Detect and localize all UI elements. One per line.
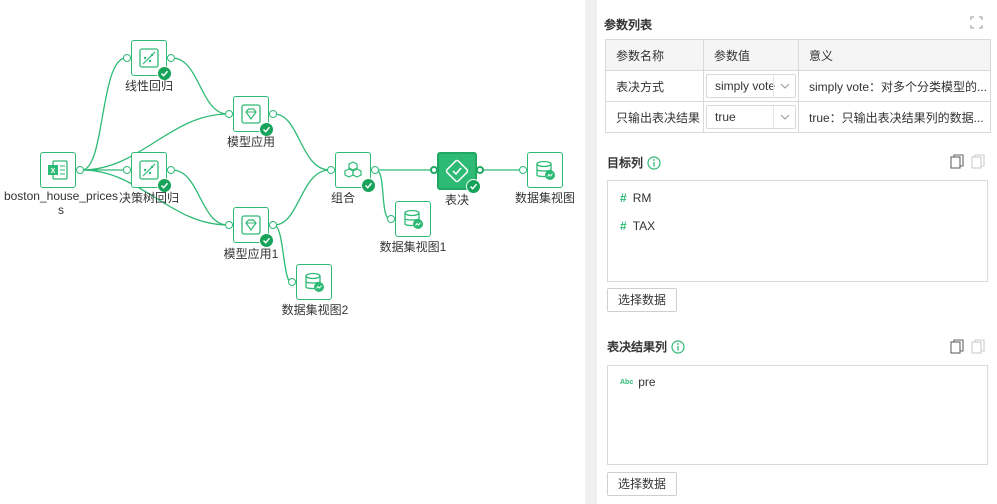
param-name: 只输出表决结果 <box>605 101 704 133</box>
target-columns-box[interactable]: # RM # TAX <box>607 180 988 282</box>
list-item: # RM <box>620 191 651 205</box>
svg-text:X: X <box>51 168 56 175</box>
node-apply-label: 模型应用 <box>226 135 275 149</box>
target-columns-title: 目标列 <box>607 154 661 171</box>
field-name: TAX <box>632 219 656 233</box>
result-columns-box[interactable]: Abc pre <box>607 365 988 465</box>
regression-icon <box>139 160 159 180</box>
input-port[interactable] <box>123 166 131 174</box>
col-header-value: 参数值 <box>703 39 799 71</box>
vote-method-select[interactable]: simply vote <box>706 74 796 98</box>
param-list-title: 参数列表 <box>604 18 653 32</box>
param-meaning: true：只输出表决结果列的数据... <box>798 101 991 133</box>
cubes-icon <box>344 161 362 178</box>
number-type-icon: # <box>620 219 627 233</box>
col-header-name: 参数名称 <box>605 39 704 71</box>
node-data-view[interactable] <box>519 152 563 188</box>
input-port[interactable] <box>225 110 233 118</box>
paste-icon[interactable] <box>971 154 985 170</box>
col-header-meaning: 意义 <box>798 39 991 71</box>
chevron-down-icon <box>773 106 795 128</box>
input-port[interactable] <box>430 166 438 174</box>
node-source[interactable]: X <box>40 152 84 188</box>
check-icon <box>259 122 274 137</box>
input-port[interactable] <box>288 278 296 286</box>
param-table-header: 参数名称 参数值 意义 <box>605 39 991 71</box>
input-port[interactable] <box>387 215 395 223</box>
regression-icon <box>139 48 159 68</box>
field-name: RM <box>632 191 652 205</box>
node-apply1-label: 模型应用1 <box>223 247 279 261</box>
check-icon <box>466 179 481 194</box>
number-type-icon: # <box>620 191 627 205</box>
paste-icon[interactable] <box>971 339 985 355</box>
diamond-icon <box>241 104 261 124</box>
output-port[interactable] <box>76 166 84 174</box>
list-item: # TAX <box>620 219 655 233</box>
output-port[interactable] <box>269 221 277 229</box>
node-combine[interactable] <box>327 152 379 193</box>
excel-icon: X <box>48 160 68 180</box>
input-port[interactable] <box>123 54 131 62</box>
param-meaning: simply vote：对多个分类模型的... <box>798 70 991 102</box>
select-result-data-button[interactable]: 选择数据 <box>607 472 678 496</box>
text-type-icon: Abc <box>620 378 634 386</box>
panel-divider[interactable] <box>585 0 597 504</box>
check-icon <box>361 178 376 193</box>
node-tree-label: 决策树回归 <box>118 191 179 205</box>
copy-icon[interactable] <box>950 339 964 355</box>
node-view1-label: 数据集视图1 <box>379 240 447 254</box>
node-model-apply[interactable] <box>225 96 277 137</box>
vote-icon <box>445 159 469 183</box>
table-row: 只输出表决结果 true true：只输出表决结果列的数据... <box>605 101 991 133</box>
select-target-data-button[interactable]: 选择数据 <box>607 288 678 312</box>
node-model-apply-1[interactable] <box>225 207 277 248</box>
select-value: true <box>715 110 736 124</box>
output-port[interactable] <box>167 54 175 62</box>
database-icon <box>536 160 555 180</box>
input-port[interactable] <box>327 166 335 174</box>
output-port[interactable] <box>167 166 175 174</box>
node-linear-regression[interactable] <box>123 40 175 81</box>
node-linear-label: 线性回归 <box>124 79 173 93</box>
diamond-icon <box>241 215 261 235</box>
node-data-view-1[interactable] <box>387 201 431 237</box>
input-port[interactable] <box>519 166 527 174</box>
chevron-down-icon <box>773 75 795 97</box>
info-icon[interactable] <box>647 155 661 170</box>
database-icon <box>404 209 423 229</box>
param-name: 表决方式 <box>605 70 704 102</box>
field-name: pre <box>638 375 656 389</box>
output-port[interactable] <box>269 110 277 118</box>
output-port[interactable] <box>476 166 484 174</box>
node-decision-tree[interactable] <box>123 152 175 193</box>
info-icon[interactable] <box>671 339 685 354</box>
node-view2-label: 数据集视图2 <box>281 303 349 317</box>
check-icon <box>157 66 172 81</box>
expand-icon[interactable] <box>970 16 983 29</box>
list-item: Abc pre <box>620 375 656 389</box>
table-row: 表决方式 simply vote simply vote：对多个分类模型的... <box>605 70 991 102</box>
node-combine-label: 组合 <box>330 191 355 205</box>
output-port[interactable] <box>371 166 379 174</box>
node-data-view-2[interactable] <box>288 264 332 300</box>
select-value: simply vote <box>715 79 776 93</box>
param-table: 参数名称 参数值 意义 表决方式 simply vote simply vote… <box>605 39 991 133</box>
database-icon <box>305 272 324 292</box>
node-vote-label: 表决 <box>444 193 469 207</box>
properties-panel: 参数列表 参数名称 参数值 意义 表决方式 simply vote simply… <box>597 0 997 504</box>
result-columns-title: 表决结果列 <box>607 338 685 355</box>
copy-icon[interactable] <box>950 154 964 170</box>
node-view-label: 数据集视图 <box>514 191 575 205</box>
check-icon <box>259 233 274 248</box>
output-only-select[interactable]: true <box>706 105 796 129</box>
check-icon <box>157 178 172 193</box>
node-vote[interactable] <box>430 152 484 194</box>
connection-lines <box>81 57 522 283</box>
input-port[interactable] <box>225 221 233 229</box>
